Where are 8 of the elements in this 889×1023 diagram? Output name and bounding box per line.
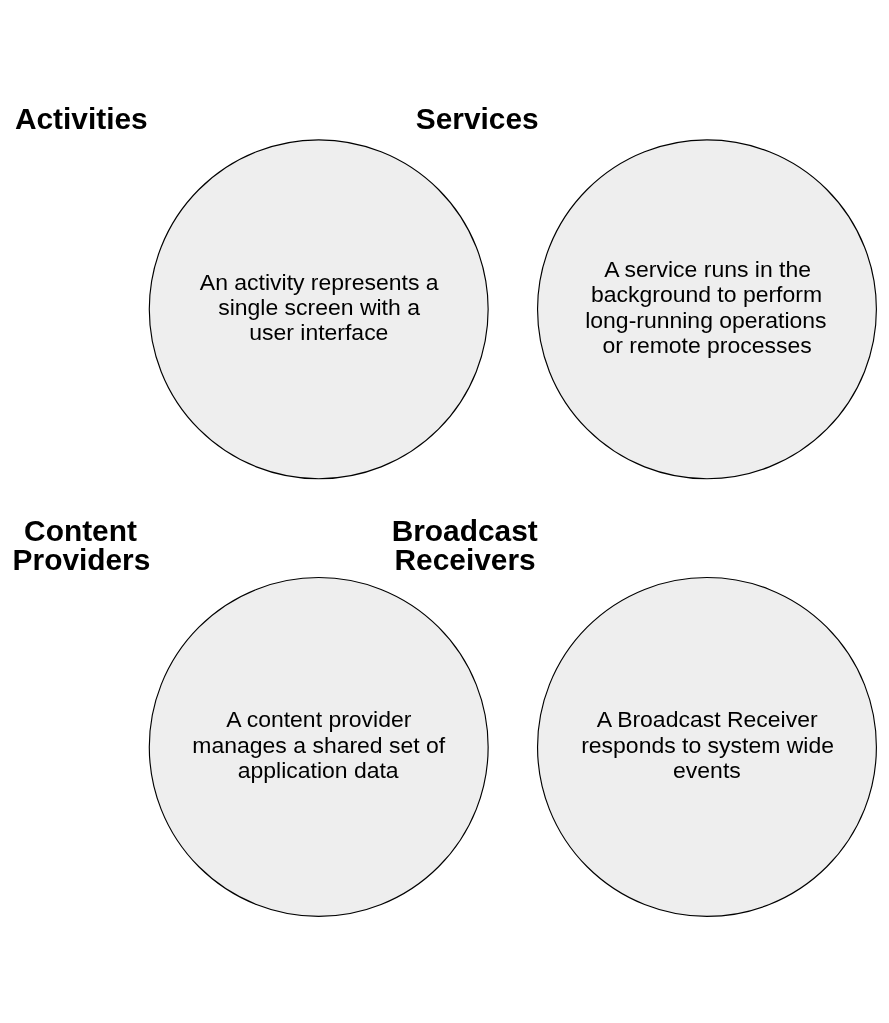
node-circle: A Broadcast Receiver responds to system wide events — [536, 576, 877, 917]
node-label: Activities — [14, 102, 148, 136]
node-circle: A content provider manages a shared set of application data — [148, 576, 489, 917]
node-label: Services — [415, 102, 539, 136]
node-label: Content Providers — [12, 513, 151, 577]
node-circle: A service runs in the background to perform long-running operations or remote processes — [536, 139, 877, 480]
node-circle: An activity represents a single screen with a user interface — [148, 139, 489, 480]
node-label: Broadcast Receivers — [391, 513, 538, 577]
